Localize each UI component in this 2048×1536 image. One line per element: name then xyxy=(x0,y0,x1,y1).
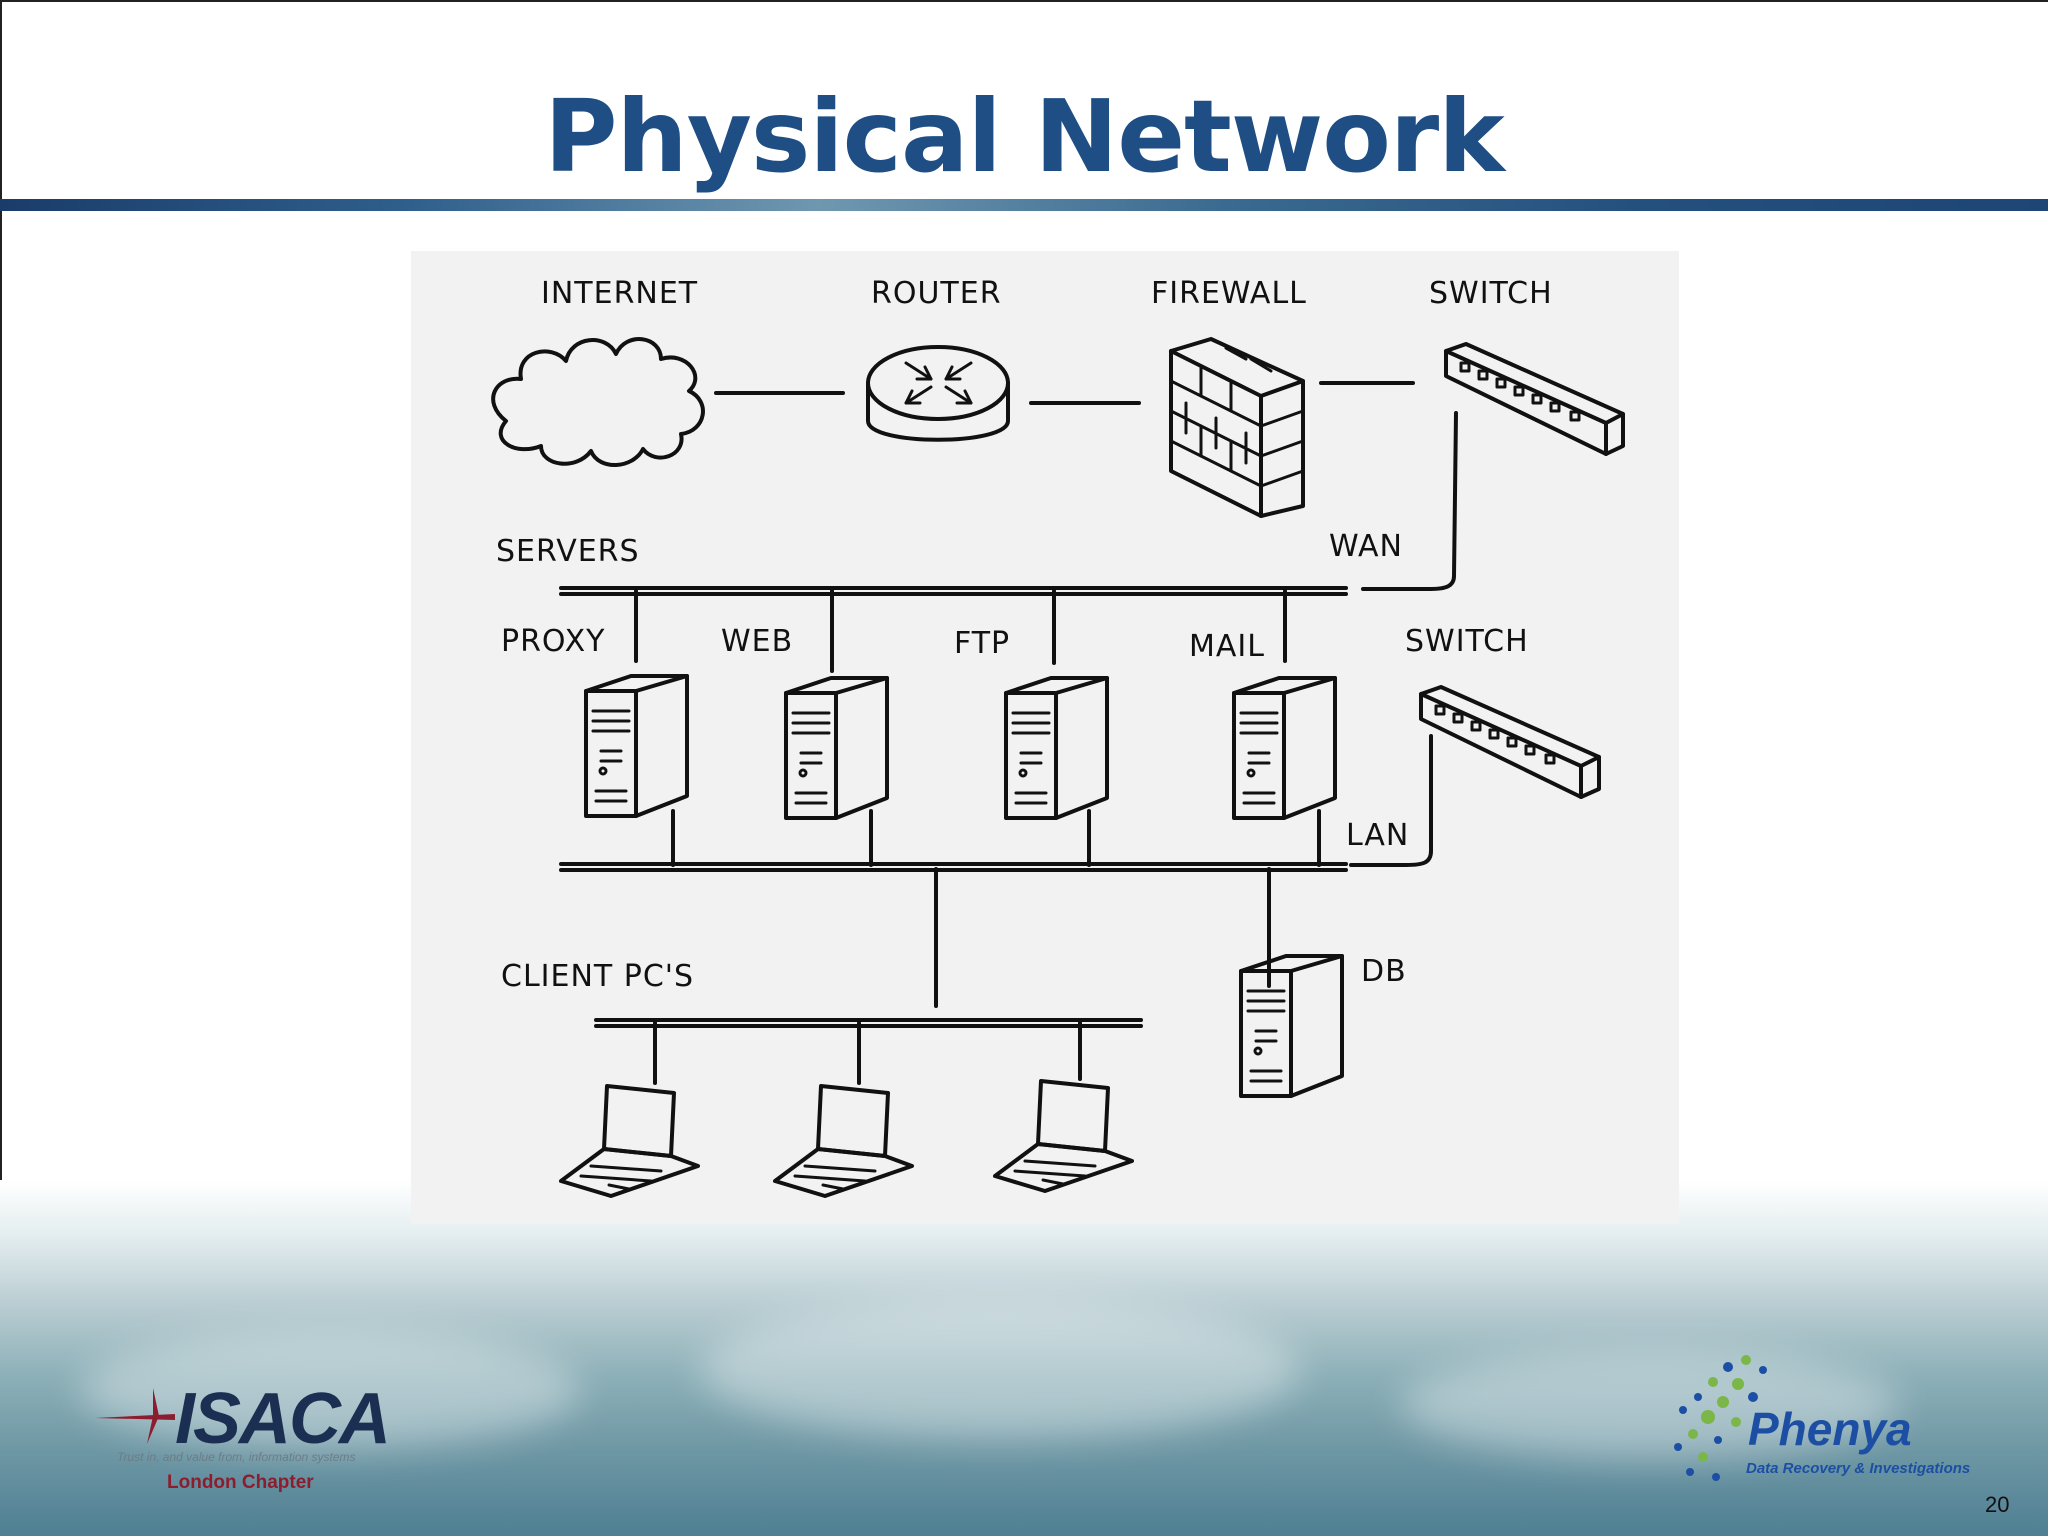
phenya-tagline: Data Recovery & Investigations xyxy=(1746,1460,1971,1477)
link-switch-lan xyxy=(1349,734,1433,867)
link-switch-wan xyxy=(1361,411,1458,591)
server-icon-ftp xyxy=(1004,676,1109,820)
network-diagram: INTERNET ROUTER FIREWALL SWITCH SERVERS … xyxy=(411,251,1679,1224)
footer-mist xyxy=(80,1330,580,1450)
isaca-wordmark: ISACA xyxy=(175,1379,391,1459)
footer-mist xyxy=(700,1300,1300,1440)
label-wan: WAN xyxy=(1329,529,1403,564)
slide-title: Physical Network xyxy=(544,78,1505,195)
label-lan: LAN xyxy=(1346,818,1409,853)
label-proxy: PROXY xyxy=(501,624,606,659)
server-icon-proxy xyxy=(584,674,689,818)
phenya-molecule-icon xyxy=(1674,1355,1767,1481)
isaca-star-icon xyxy=(95,1388,175,1444)
label-ftp: FTP xyxy=(954,626,1010,661)
laptop-icon-3 xyxy=(993,1079,1134,1193)
footer-mist xyxy=(1400,1350,1900,1460)
top-border xyxy=(0,0,2048,2)
firewall-icon xyxy=(1169,337,1305,518)
isaca-chapter: London Chapter xyxy=(167,1472,314,1493)
server-icon-db xyxy=(1239,954,1344,1098)
network-diagram-svg: INTERNET ROUTER FIREWALL SWITCH SERVERS … xyxy=(491,276,1625,1198)
footer-background xyxy=(0,1180,2048,1536)
phenya-wordmark: Phenya xyxy=(1748,1403,1912,1455)
cloud-icon xyxy=(491,337,705,467)
label-switch-top: SWITCH xyxy=(1429,276,1553,311)
switch-icon-top xyxy=(1444,342,1625,456)
label-switch-lan: SWITCH xyxy=(1405,624,1529,659)
label-db: DB xyxy=(1361,954,1407,989)
switch-icon-lan xyxy=(1419,685,1601,799)
label-web: WEB xyxy=(721,624,793,659)
label-servers: SERVERS xyxy=(496,534,640,569)
page-number: 20 xyxy=(1985,1492,2010,1517)
label-internet: INTERNET xyxy=(541,276,698,311)
label-firewall: FIREWALL xyxy=(1151,276,1307,311)
laptop-icon-1 xyxy=(559,1084,700,1198)
router-icon xyxy=(866,345,1010,442)
header-band xyxy=(0,199,2048,211)
label-mail: MAIL xyxy=(1189,629,1265,664)
label-client-pcs: CLIENT PC'S xyxy=(501,959,694,994)
isaca-tagline: Trust in, and value from, information sy… xyxy=(117,1450,356,1464)
laptop-icon-2 xyxy=(773,1084,914,1198)
phenya-logo: Phenya Data Recovery & Investigations xyxy=(1668,1352,1971,1492)
server-icon-mail xyxy=(1232,676,1337,820)
label-router: ROUTER xyxy=(871,276,1002,311)
isaca-logo: ISACA Trust in, and value from, informat… xyxy=(95,1378,395,1498)
left-border xyxy=(0,0,2,1536)
server-icon-web xyxy=(784,676,889,820)
